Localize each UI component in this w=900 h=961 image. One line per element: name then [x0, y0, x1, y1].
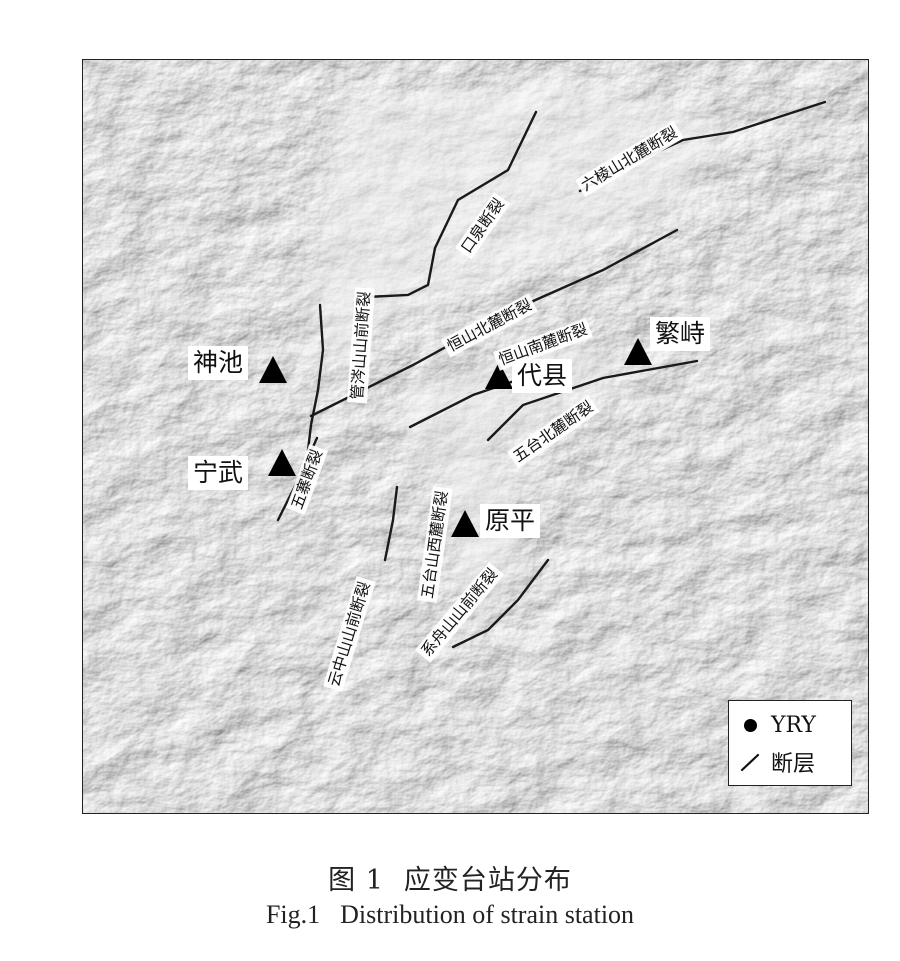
station-label-ningwu: 宁武 [188, 456, 249, 490]
figure-caption-en: Fig.1 Distribution of strain station [0, 900, 900, 930]
fault-line-guancenshan [306, 303, 325, 452]
station-label-fanshi: 繁峙 [650, 317, 711, 351]
legend-fault-label: 断层 [771, 752, 816, 777]
legend-row-fault: 断层 [739, 747, 815, 777]
relief-map: 神池 宁武 代县 繁峙 原平 六棱山北麓断裂 口泉断裂 管涔山山前断裂 恒山北麓… [82, 59, 869, 814]
legend-row-station: YRY [739, 710, 816, 740]
caption-en-number: Fig.1 [265, 900, 321, 929]
station-marker-ningwu [268, 449, 296, 476]
caption-cn-number: 图 1 [328, 865, 384, 896]
station-dot-icon [744, 718, 757, 732]
legend-station-label: YRY [771, 712, 816, 738]
station-label-daixian: 代县 [512, 359, 573, 393]
map-legend: YRY 断层 [728, 700, 852, 786]
station-markers [259, 338, 652, 537]
station-marker-fanshi [624, 338, 652, 365]
station-label-shenchi: 神池 [188, 346, 249, 380]
fault-line-wutai-west [383, 485, 399, 562]
station-marker-daixian [485, 362, 513, 389]
fault-line-icon [740, 753, 760, 772]
station-marker-shenchi [259, 356, 287, 383]
station-label-yuanping: 原平 [480, 504, 541, 538]
figure-caption-cn: 图 1 应变台站分布 [0, 858, 900, 897]
station-marker-yuanping [451, 510, 479, 537]
fault-line-xizhoushan [451, 558, 550, 649]
fault-line-kouquan [364, 110, 538, 299]
caption-cn-title: 应变台站分布 [403, 865, 572, 896]
caption-en-title: Distribution of strain station [340, 900, 635, 929]
